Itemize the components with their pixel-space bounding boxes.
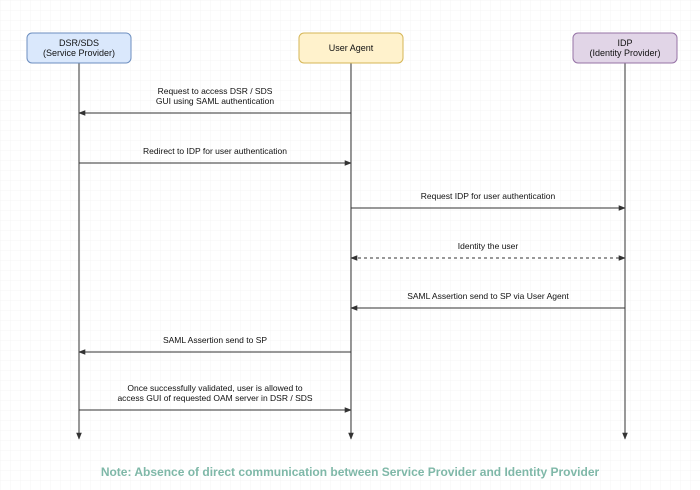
message-label: access GUI of requested OAM server in DS…	[117, 393, 312, 403]
message-label: Request IDP for user authentication	[421, 191, 556, 201]
actor-label-sp: DSR/SDS	[59, 38, 99, 48]
message-7: Once successfully validated, user is all…	[79, 383, 352, 413]
message-3: Request IDP for user authentication	[351, 191, 626, 211]
message-label: Once successfully validated, user is all…	[127, 383, 303, 393]
message-label: SAML Assertion send to SP	[163, 335, 267, 345]
actor-label-idp: (Identity Provider)	[589, 48, 660, 58]
actor-box-ua	[298, 32, 404, 64]
actors: DSR/SDS(Service Provider) User Agent IDP(I…	[26, 32, 678, 64]
message-label: Redirect to IDP for user authentication	[143, 146, 287, 156]
message-label: SAML Assertion send to SP via User Agent	[407, 291, 569, 301]
actor-box-sp	[26, 32, 132, 64]
message-2: Redirect to IDP for user authentication	[79, 146, 352, 166]
footnote: Note: Absence of direct communication be…	[101, 465, 600, 479]
actor-ua: User Agent	[298, 32, 404, 64]
message-label: Identity the user	[458, 241, 519, 251]
actor-box-idp	[572, 32, 678, 64]
message-4: Identity the user	[350, 241, 626, 261]
actor-label-idp: IDP	[617, 38, 632, 48]
message-label: GUI using SAML authentication	[156, 96, 275, 106]
message-label: Request to access DSR / SDS	[158, 86, 273, 96]
message-5: SAML Assertion send to SP via User Agent	[350, 291, 625, 311]
actor-sp: DSR/SDS(Service Provider)	[26, 32, 132, 64]
actor-idp: IDP(Identity Provider)	[572, 32, 678, 64]
lifelines	[76, 63, 628, 440]
actor-label-ua: User Agent	[329, 43, 374, 53]
actor-label-sp: (Service Provider)	[43, 48, 115, 58]
message-6: SAML Assertion send to SP	[78, 335, 351, 355]
